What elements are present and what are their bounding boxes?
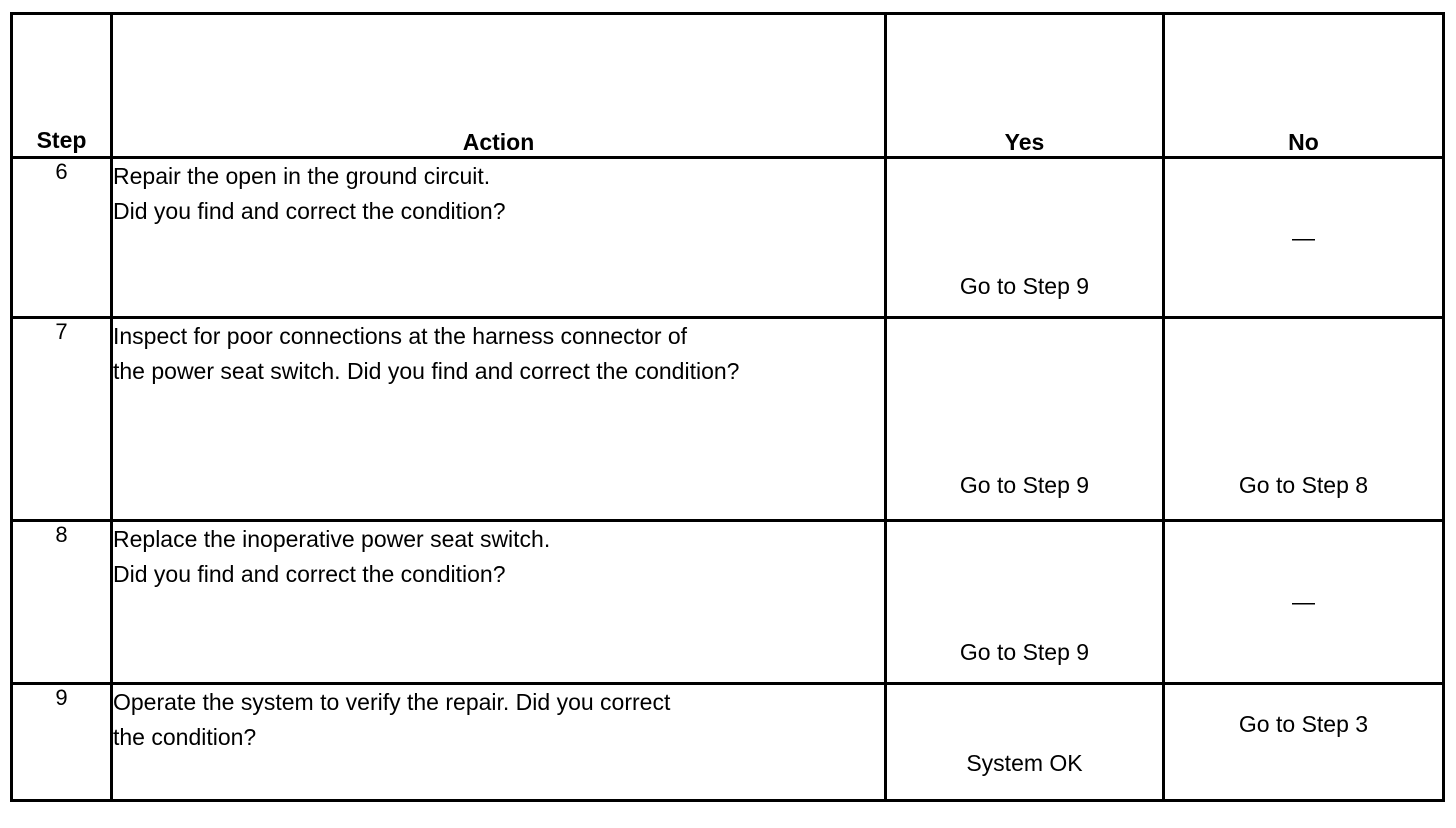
step-number-cell: 9 [10, 682, 113, 802]
yes-result-cell: Go to Step 9 [884, 519, 1165, 685]
action-cell: Replace the inoperative power seat switc… [110, 519, 887, 685]
action-line: Inspect for poor connections at the harn… [113, 323, 688, 349]
column-header-action: Action [110, 12, 887, 159]
action-line: Replace the inoperative power seat switc… [113, 526, 551, 552]
step-number-cell: 8 [10, 519, 113, 685]
table-row: 9 Operate the system to verify the repai… [10, 682, 1445, 802]
yes-result-text: Go to Step 9 [959, 273, 1090, 299]
no-result-cell: — [1162, 156, 1445, 319]
yes-result-text: Go to Step 9 [959, 639, 1090, 665]
no-result-text: — [1292, 224, 1315, 250]
table-row: 6 Repair the open in the ground circuit.… [10, 156, 1445, 319]
diagnostic-procedure-table: Step Action Yes No 6 Repair the open in … [10, 12, 1445, 802]
no-result-text: Go to Step 8 [1238, 472, 1369, 498]
yes-result-cell: Go to Step 9 [884, 316, 1165, 522]
table-header-row: Step Action Yes No [10, 12, 1445, 159]
action-line: Did you find and correct the condition? [113, 197, 506, 224]
yes-result-text: Go to Step 9 [959, 472, 1090, 498]
yes-result-cell: Go to Step 9 [884, 156, 1165, 319]
column-header-step: Step [10, 12, 113, 159]
no-result-cell: Go to Step 3 [1162, 682, 1445, 802]
action-line: Repair the open in the ground circuit. [113, 163, 491, 189]
table-row: 8 Replace the inoperative power seat swi… [10, 519, 1445, 685]
action-line: Operate the system to verify the repair.… [113, 689, 671, 715]
action-line: the condition? [113, 723, 257, 750]
yes-result-cell: System OK [884, 682, 1165, 802]
action-line: the power seat switch. Did you find and … [113, 357, 740, 384]
no-result-cell: Go to Step 8 [1162, 316, 1445, 522]
action-cell: Repair the open in the ground circuit. D… [110, 156, 887, 319]
action-cell: Operate the system to verify the repair.… [110, 682, 887, 802]
no-result-text: — [1292, 588, 1315, 615]
table-row: 7 Inspect for poor connections at the ha… [10, 316, 1445, 522]
step-number-cell: 7 [10, 316, 113, 522]
step-number-cell: 6 [10, 156, 113, 319]
no-result-cell: — [1162, 519, 1445, 685]
no-result-text: Go to Step 3 [1238, 711, 1369, 737]
column-header-yes: Yes [884, 12, 1165, 159]
column-header-no: No [1162, 12, 1445, 159]
yes-result-text: System OK [966, 750, 1083, 776]
action-line: Did you find and correct the condition? [113, 560, 506, 587]
action-cell: Inspect for poor connections at the harn… [110, 316, 887, 522]
